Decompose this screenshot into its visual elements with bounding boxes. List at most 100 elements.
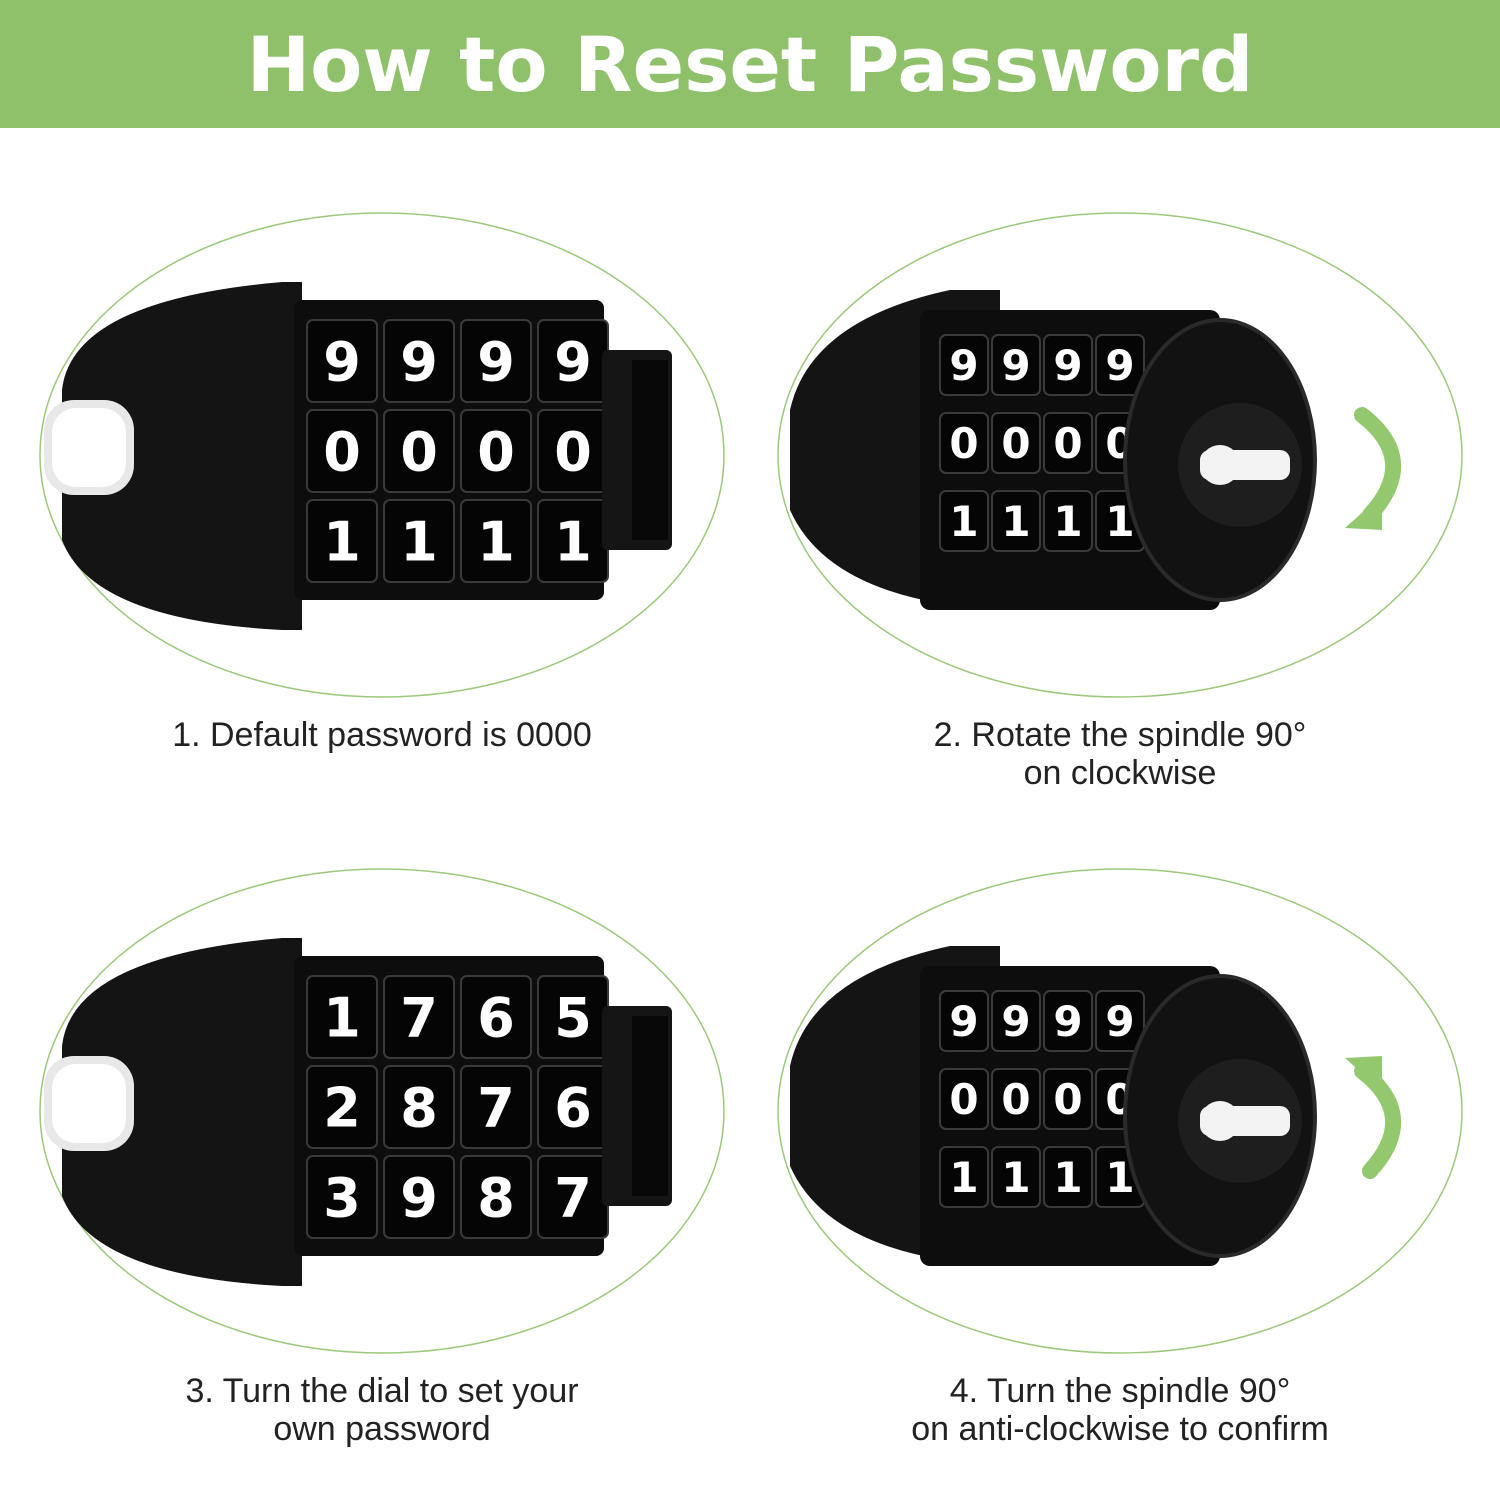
dial-digit: 9 <box>400 1166 438 1229</box>
dial-tile <box>383 409 455 493</box>
dial-digit: 8 <box>477 1166 515 1229</box>
dial-tile <box>939 412 989 474</box>
dial-digit: 9 <box>1001 997 1030 1046</box>
dial-digit: 9 <box>1105 997 1134 1046</box>
dial-digit: 0 <box>949 419 978 468</box>
dial-digit: 7 <box>554 1166 592 1229</box>
dial-tile <box>383 975 455 1059</box>
dial-digit: 1 <box>323 510 361 573</box>
dial-tile <box>306 1155 378 1239</box>
dial-digit: 1 <box>554 510 592 573</box>
dial-digit: 9 <box>400 330 438 393</box>
step-1-caption: 1. Default password is 0000 <box>172 716 592 754</box>
dial-tile <box>939 334 989 396</box>
dial-tile <box>383 319 455 403</box>
dial-digit: 0 <box>1053 1075 1082 1124</box>
dial-tile <box>991 1068 1041 1130</box>
dial-digit: 1 <box>477 510 515 573</box>
dial-digit: 9 <box>323 330 361 393</box>
dial-tile <box>460 499 532 583</box>
dial-digit: 1 <box>1053 1153 1082 1202</box>
dial-digit: 1 <box>1053 497 1082 546</box>
step-2-caption: 2. Rotate the spindle 90° on clockwise <box>933 716 1307 792</box>
dial-digit: 5 <box>554 986 592 1049</box>
dial-digit: 1 <box>949 497 978 546</box>
dial-digit: 0 <box>1001 1075 1030 1124</box>
dial-tile <box>939 1146 989 1208</box>
dial-tile <box>1095 990 1145 1052</box>
dial-digit: 9 <box>1001 341 1030 390</box>
dial-digit: 7 <box>477 1076 515 1139</box>
dial-tile <box>1095 334 1145 396</box>
dial-tile <box>306 319 378 403</box>
dial-tile <box>1043 334 1093 396</box>
dial-digit: 0 <box>477 420 515 483</box>
dial-tile <box>991 334 1041 396</box>
dial-tile <box>460 1155 532 1239</box>
dial-tile <box>383 1065 455 1149</box>
dial-digit: 0 <box>400 420 438 483</box>
dial-digit: 9 <box>949 341 978 390</box>
dial-tile <box>991 490 1041 552</box>
dial-tile <box>1043 990 1093 1052</box>
dial-digit: 1 <box>1001 1153 1030 1202</box>
dial-tile <box>939 990 989 1052</box>
dial-digit: 6 <box>554 1076 592 1139</box>
dial-digit: 9 <box>1053 997 1082 1046</box>
dial-tile <box>460 1065 532 1149</box>
dial-tile <box>939 1068 989 1130</box>
dial-digit: 2 <box>323 1076 361 1139</box>
clockwise-arrow-icon <box>1345 407 1401 530</box>
dial-digit: 6 <box>477 986 515 1049</box>
dial-digit: 9 <box>1105 341 1134 390</box>
step-3-caption: 3. Turn the dial to set your own passwor… <box>185 1372 579 1448</box>
dial-digit: 7 <box>400 986 438 1049</box>
dial-digit: 9 <box>477 330 515 393</box>
dial-tile <box>306 975 378 1059</box>
dial-tile <box>306 409 378 493</box>
dial-digit: 1 <box>400 510 438 573</box>
dial-tile <box>991 1146 1041 1208</box>
dial-tile <box>1043 1068 1093 1130</box>
dial-digit: 0 <box>1001 419 1030 468</box>
dial-digit: 9 <box>1053 341 1082 390</box>
dial-digit: 0 <box>323 420 361 483</box>
dial-digit: 3 <box>323 1166 361 1229</box>
dial-tile <box>939 490 989 552</box>
dial-digit: 8 <box>400 1076 438 1139</box>
dial-tile <box>991 990 1041 1052</box>
dial-digit: 9 <box>949 997 978 1046</box>
dial-tile <box>1043 490 1093 552</box>
dial-tile <box>1043 1146 1093 1208</box>
dial-digit: 1 <box>1001 497 1030 546</box>
dial-digit: 0 <box>1053 419 1082 468</box>
dial-tile <box>460 409 532 493</box>
title-banner: How to Reset Password <box>0 0 1500 128</box>
dial-tile <box>306 499 378 583</box>
anticlockwise-arrow-icon <box>1345 1056 1401 1179</box>
dial-digit: 9 <box>554 330 592 393</box>
dial-digit: 1 <box>949 1153 978 1202</box>
dial-tile <box>991 412 1041 474</box>
dial-tile <box>306 1065 378 1149</box>
step-4-caption: 4. Turn the spindle 90° on anti-clockwis… <box>911 1372 1329 1448</box>
dial-tile <box>460 975 532 1059</box>
dial-digit: 0 <box>949 1075 978 1124</box>
dial-tile <box>383 499 455 583</box>
page-title: How to Reset Password <box>246 19 1254 109</box>
dial-digit: 0 <box>554 420 592 483</box>
dial-tile <box>383 1155 455 1239</box>
dial-tile <box>460 319 532 403</box>
dial-digit: 1 <box>323 986 361 1049</box>
dial-tile <box>1043 412 1093 474</box>
